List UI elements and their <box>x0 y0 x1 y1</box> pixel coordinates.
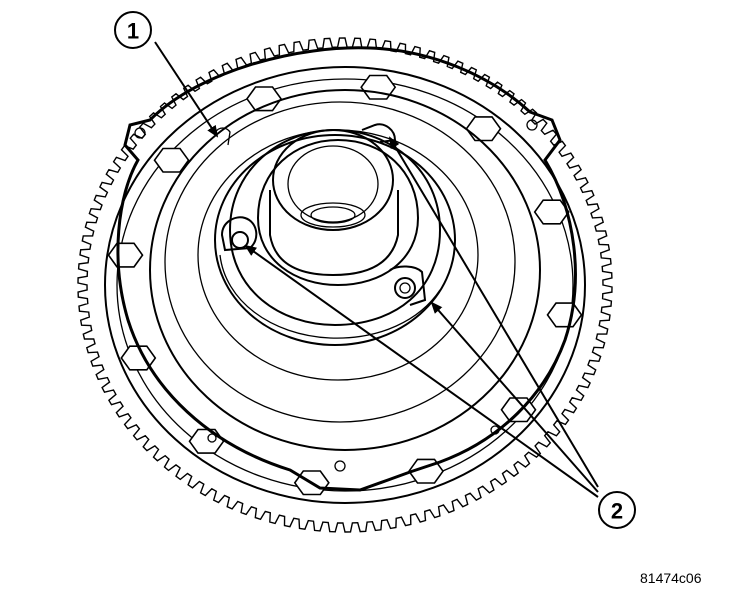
figure-id: 81474c06 <box>640 570 702 586</box>
bolt-head <box>533 199 570 225</box>
bolt-head <box>107 242 144 268</box>
bolt-head <box>246 86 282 112</box>
callout-2-label: 2 <box>611 499 623 524</box>
clutch-cover-rings <box>149 89 541 451</box>
bolt-head <box>153 147 190 173</box>
bolt-head <box>546 302 583 328</box>
flange-plate <box>116 46 577 492</box>
callout-arrows <box>154 41 599 498</box>
bolt-head <box>188 428 225 454</box>
callout-1: 1 <box>114 11 152 49</box>
housing-outer <box>104 66 586 504</box>
alignment-pins <box>214 123 427 306</box>
bolt-head <box>465 116 502 142</box>
callout-1-label: 1 <box>127 19 139 44</box>
callout-2: 2 <box>598 491 636 529</box>
hub-assembly <box>219 128 442 339</box>
